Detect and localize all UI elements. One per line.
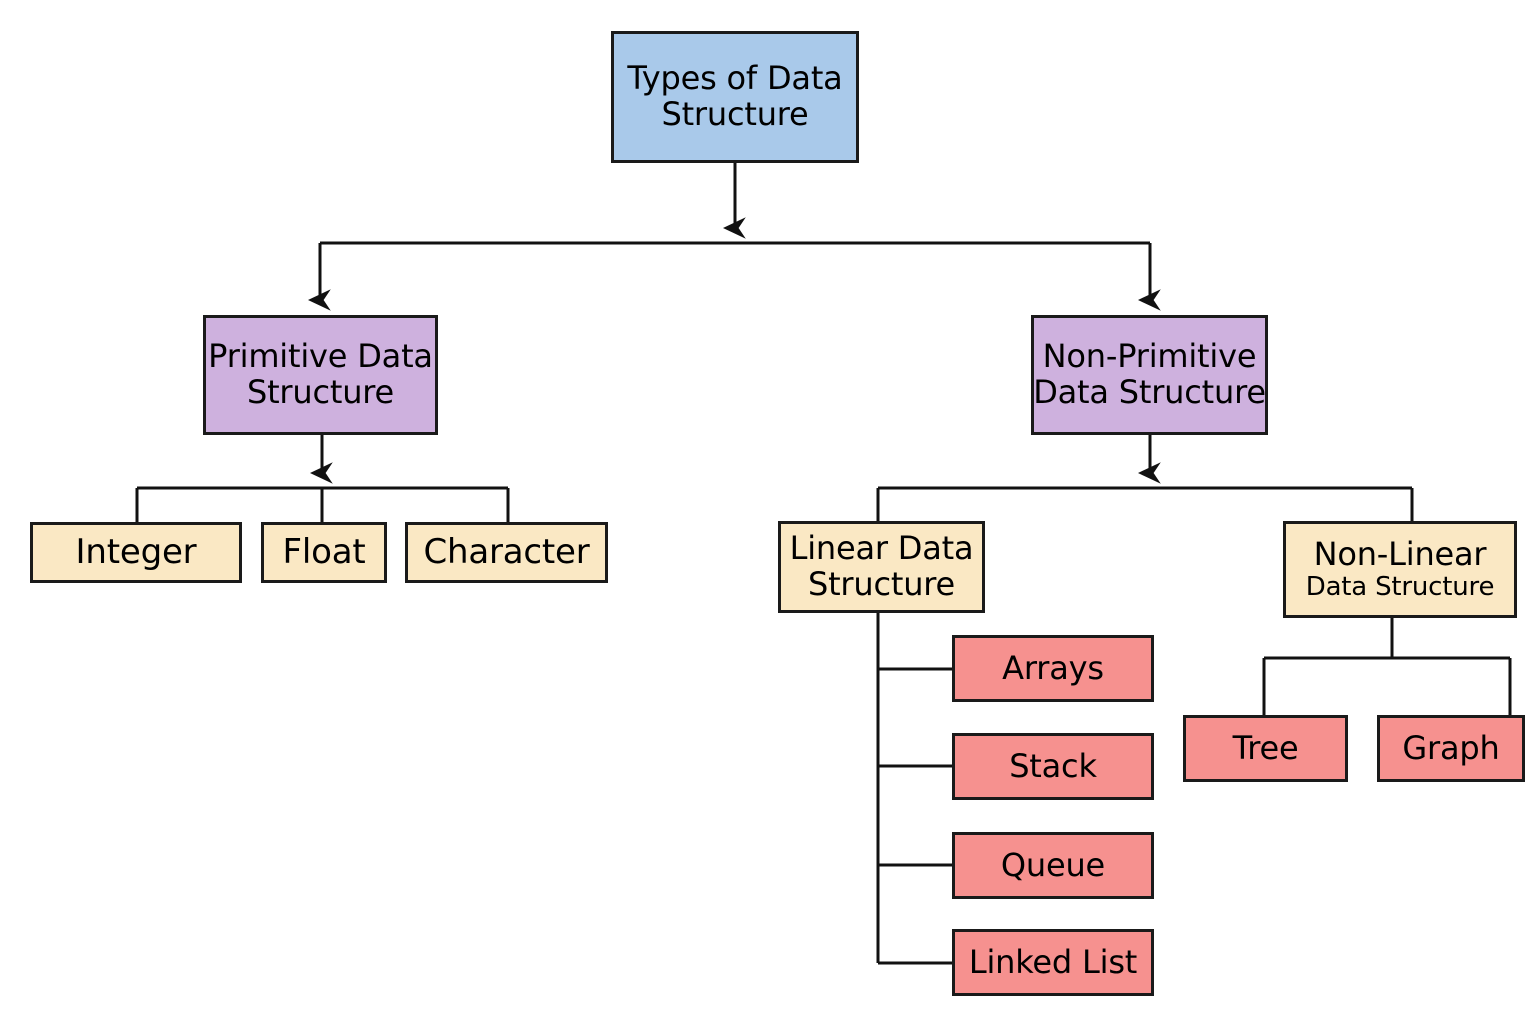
node-stack-label: Stack bbox=[1009, 746, 1097, 785]
node-primitive-label-line1: Primitive Data bbox=[208, 337, 433, 376]
node-linear-label-line2: Structure bbox=[807, 565, 956, 603]
node-character[interactable]: Character bbox=[405, 522, 608, 583]
node-root-label-line2: Structure bbox=[661, 95, 809, 133]
node-linear-data-structure[interactable]: Linear Data Structure bbox=[778, 521, 985, 613]
node-tree[interactable]: Tree bbox=[1183, 715, 1348, 782]
node-queue[interactable]: Queue bbox=[952, 832, 1154, 899]
node-arrays[interactable]: Arrays bbox=[952, 635, 1154, 702]
node-primitive-data-structure[interactable]: Primitive Data Structure bbox=[203, 315, 438, 435]
node-stack[interactable]: Stack bbox=[952, 733, 1154, 800]
node-integer[interactable]: Integer bbox=[30, 522, 242, 583]
node-arrays-label: Arrays bbox=[1002, 648, 1104, 687]
node-root-label-line1: Types of Data bbox=[627, 59, 843, 98]
node-non-primitive-label-line1: Non-Primitive bbox=[1042, 337, 1257, 376]
node-primitive-label-line2: Structure bbox=[246, 373, 395, 411]
node-graph[interactable]: Graph bbox=[1377, 715, 1525, 782]
node-root[interactable]: Types of Data Structure bbox=[611, 31, 859, 163]
node-non-linear-label-line2: Data Structure bbox=[1305, 571, 1495, 602]
node-tree-label: Tree bbox=[1232, 728, 1299, 767]
node-non-primitive-label-line2: Data Structure bbox=[1033, 373, 1266, 411]
node-graph-label: Graph bbox=[1402, 728, 1500, 767]
node-non-linear-data-structure[interactable]: Non-Linear Data Structure bbox=[1283, 521, 1517, 618]
node-float-label: Float bbox=[282, 532, 366, 573]
node-integer-label: Integer bbox=[75, 532, 197, 573]
node-character-label: Character bbox=[423, 532, 590, 573]
node-non-linear-label-line1: Non-Linear bbox=[1313, 535, 1487, 574]
node-linked-list-label: Linked List bbox=[968, 942, 1138, 981]
node-linked-list[interactable]: Linked List bbox=[952, 929, 1154, 996]
node-non-primitive-data-structure[interactable]: Non-Primitive Data Structure bbox=[1031, 315, 1268, 435]
node-linear-label-line1: Linear Data bbox=[789, 529, 974, 568]
node-float[interactable]: Float bbox=[261, 522, 387, 583]
node-queue-label: Queue bbox=[1000, 845, 1106, 884]
